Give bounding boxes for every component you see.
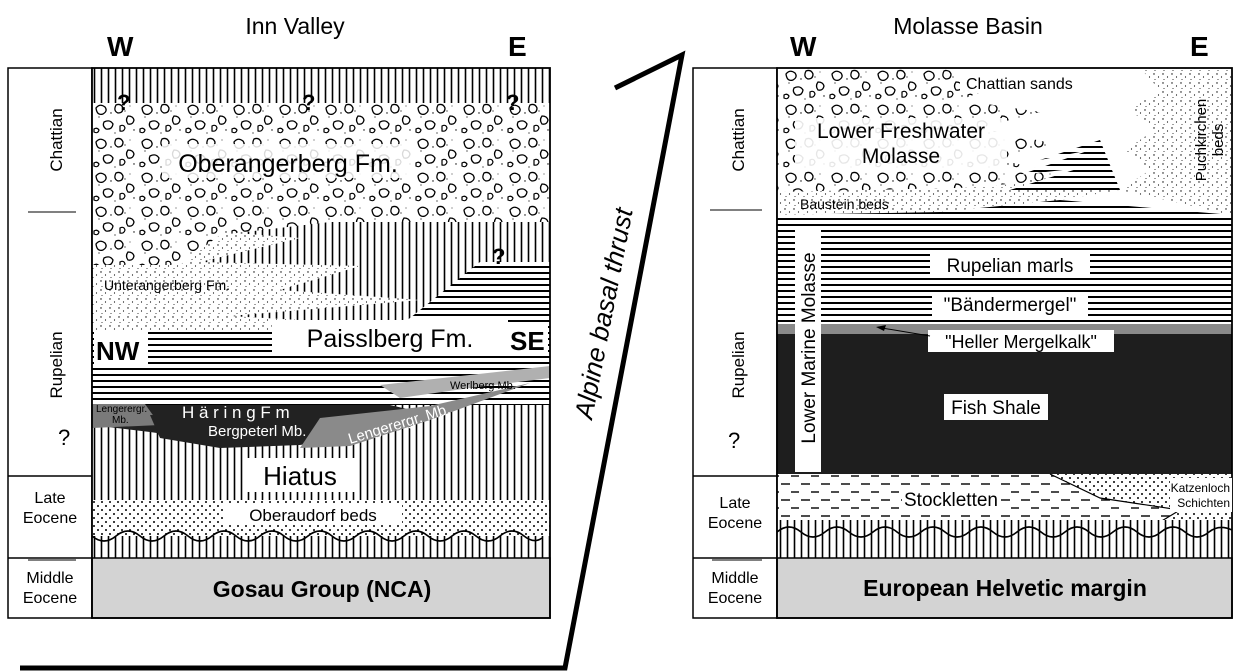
right-lfm-label-2: Molasse — [862, 145, 940, 168]
right-puchkirchen-sand — [1120, 68, 1232, 215]
left-west-label: W — [107, 31, 134, 62]
left-oberangerberg-conglomerate — [92, 103, 550, 265]
left-werlberg-label: Werlberg Mb. — [450, 380, 516, 392]
left-stage-chattian: Chattian — [47, 108, 66, 171]
right-heller-arrow — [881, 327, 931, 337]
left-haering-label: H ä r i n g F m — [182, 403, 290, 422]
left-question-mark-3: ? — [506, 90, 519, 115]
right-katzenloch-label: Katzenloch — [1171, 481, 1230, 495]
left-east-label: E — [508, 31, 527, 62]
left-lengerergr-wedge-left — [92, 404, 160, 428]
left-lengerergr-left-label: Lengerergr. — [96, 404, 147, 415]
left-hiatus-label: Hiatus — [263, 461, 337, 491]
left-stage-column — [7, 67, 93, 619]
right-katzenloch-label-2: Schichten — [1177, 496, 1230, 510]
right-west-label: W — [790, 31, 817, 62]
left-werlberg-wedge — [380, 366, 550, 398]
right-chattian-sands-label: Chattian sands — [966, 76, 1073, 93]
left-stage-late: Late — [34, 490, 65, 507]
right-lmm-label: Lower Marine Molasse — [799, 252, 820, 443]
right-panel-title: Molasse Basin — [893, 13, 1043, 39]
left-stage-late-eocene: Eocene — [23, 510, 77, 527]
right-puchkirchen-label-2: beds — [1210, 124, 1227, 157]
right-hiatus-lines — [777, 520, 1232, 558]
right-heller-band — [777, 324, 1232, 334]
right-heller-arrowhead — [876, 325, 886, 331]
right-stage-question: ? — [728, 428, 740, 453]
left-oberangerberg-label: Oberangerberg Fm. — [178, 150, 398, 178]
left-stage-middle: Middle — [26, 570, 73, 587]
left-paisslberg-label: Paisslberg Fm. — [307, 325, 474, 353]
right-stockletten-label: Stockletten — [904, 490, 998, 511]
right-stage-chattian: Chattian — [729, 108, 748, 171]
left-stage-middle-eocene: Eocene — [23, 590, 77, 607]
right-stage-late-eocene: Eocene — [708, 515, 762, 532]
right-stage-rupelian: Rupelian — [729, 331, 748, 398]
left-se-label: SE — [510, 326, 545, 356]
left-paisslberg-tongue — [400, 262, 550, 326]
right-katzenloch-boundary — [1049, 473, 1182, 529]
right-panel: Molasse Basin W E Chattian Rupelian ? La… — [692, 13, 1233, 619]
thrust-label: Alpine basal thrust — [568, 204, 639, 423]
left-bergpeterl-label: Bergpeterl Mb. — [208, 423, 306, 440]
right-fish-shale-label: Fish Shale — [951, 398, 1041, 419]
left-unconformity-line — [91, 530, 543, 542]
left-panel-title: Inn Valley — [245, 13, 345, 39]
thrust-line — [20, 50, 686, 671]
right-lfm-label: Lower Freshwater — [817, 120, 985, 143]
right-stage-middle-eocene: Eocene — [708, 590, 762, 607]
left-lengerergr-left-mb-label: Mb. — [112, 415, 129, 426]
right-marl-tongues — [1010, 140, 1120, 190]
right-unconformity-line — [776, 526, 1233, 538]
left-question-mark-4: ? — [492, 244, 505, 269]
left-stage-rupelian: Rupelian — [47, 331, 66, 398]
left-question-mark-1: ? — [117, 90, 130, 115]
left-lengerergr-wedge-right — [300, 383, 530, 448]
left-panel: Inn Valley W E Chattian Rupelian ? Late … — [7, 13, 551, 619]
left-stage-question: ? — [58, 425, 70, 450]
left-oberaudorf-label: Oberaudorf beds — [249, 506, 377, 525]
right-section-frame — [776, 67, 1233, 619]
right-puchkirchen-label: Puchkirchen — [1193, 99, 1210, 182]
left-question-mark-2: ? — [302, 90, 315, 115]
left-gosau-label: Gosau Group (NCA) — [213, 576, 432, 602]
left-nw-label: NW — [96, 336, 140, 366]
left-unterangerberg-label: Unterangerberg Fm. — [104, 277, 230, 293]
right-baustein-label: Baustein beds — [800, 196, 889, 212]
right-heller-label: "Heller Mergelkalk" — [945, 332, 1097, 352]
left-section-frame — [91, 67, 551, 619]
right-helvetic-label: European Helvetic margin — [863, 575, 1147, 601]
right-east-label: E — [1190, 31, 1209, 62]
right-baendermergel-label: "Bändermergel" — [944, 295, 1077, 316]
right-stage-late: Late — [719, 495, 750, 512]
right-rupelian-marls-label: Rupelian marls — [947, 256, 1074, 277]
right-stage-middle: Middle — [711, 570, 758, 587]
